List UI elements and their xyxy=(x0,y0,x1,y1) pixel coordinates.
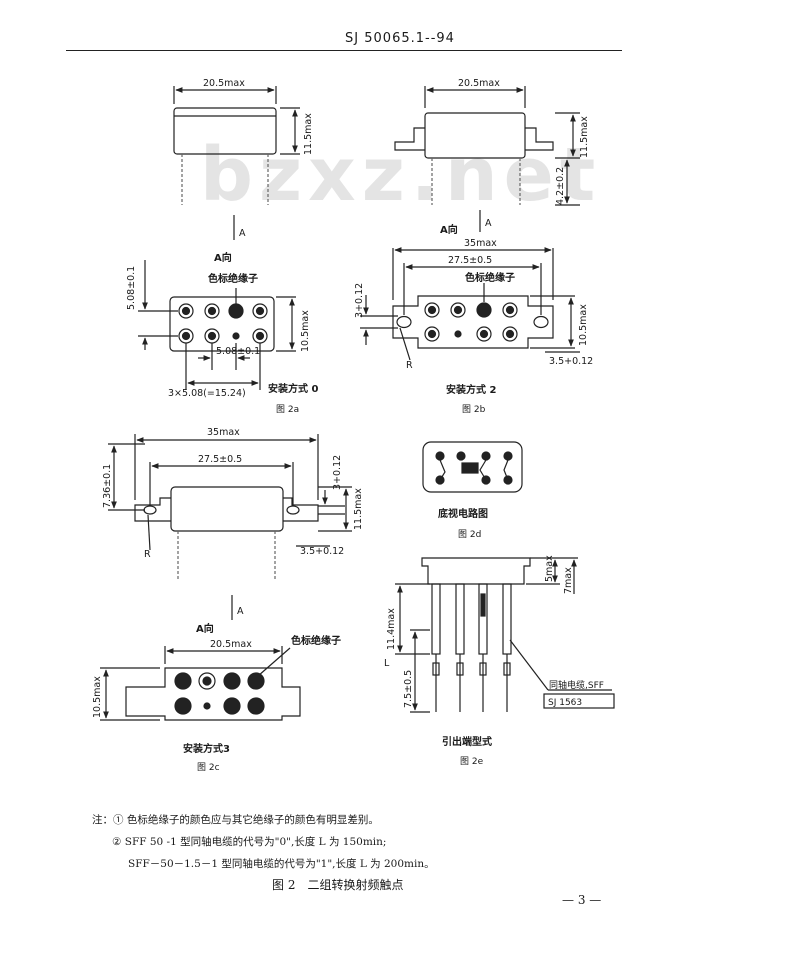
fig-2a-mount: 安装方式 0 xyxy=(268,382,318,395)
fig-2e-len-label: L xyxy=(384,658,390,669)
note-line-3: SFF－50－1.5－1 型同轴电缆的代号为"1",长度 L 为 200min。 xyxy=(128,858,435,870)
fig-2c-slot-dim: 3.5+0.12 xyxy=(300,546,344,557)
fig-2a-caption: 图 2a xyxy=(276,404,299,415)
fig-2c-side-view xyxy=(108,434,352,620)
fig-2a-width-dim: 20.5max xyxy=(203,78,245,89)
fig-2b-hole-pitch: 27.5±0.5 xyxy=(448,255,492,266)
figure-caption: 图 2 二组转换射频触点 xyxy=(272,878,404,892)
fig-2a-bottom-view xyxy=(138,260,296,390)
watermark-text: bzxz.net xyxy=(200,132,601,218)
fig-2e-title: 引出端型式 xyxy=(442,735,492,748)
fig-2b-bottom-view xyxy=(360,247,580,361)
fig-2d-title: 底视电路图 xyxy=(438,507,488,520)
fig-2a-height-dim: 11.5max xyxy=(303,113,314,155)
fig-2d-caption: 图 2d xyxy=(458,529,481,540)
fig-2c-offset: 7.36±0.1 xyxy=(102,464,113,508)
page-number: — 3 — xyxy=(562,893,602,907)
fig-2a-marker-label: 色标绝缘子 xyxy=(208,272,258,285)
fig-2c-mount: 安装方式3 xyxy=(183,742,230,755)
fig-2a-side-view xyxy=(173,86,300,240)
fig-2b-width-dim: 20.5max xyxy=(458,78,500,89)
fig-2a-height-dim2: 10.5max xyxy=(300,310,311,352)
fig-2a-pitch-v: 5.08±0.1 xyxy=(126,266,137,310)
note-line-2: ② SFF 50 -1 型同轴电缆的代号为"0",长度 L 为 150min; xyxy=(112,836,387,848)
fig-2c-caption: 图 2c xyxy=(197,762,220,773)
fig-2b-caption: 图 2b xyxy=(462,404,486,415)
fig-2c-width-dim: 20.5max xyxy=(210,639,252,650)
fig-2b-overall: 35max xyxy=(464,238,497,249)
fig-2e-lead-view xyxy=(395,557,615,713)
fig-2c-hole-dim: 3+0.12 xyxy=(332,455,343,490)
fig-2c-view-label: A向 xyxy=(196,622,214,635)
header-rule xyxy=(66,50,622,51)
fig-2c-height-dim: 11.5max xyxy=(353,488,364,530)
fig-2b-stem-dim: 4.2±0.2 xyxy=(555,167,566,205)
fig-2e-top-dim2: 7max xyxy=(563,567,574,594)
fig-2b-radius: R xyxy=(406,360,413,371)
fig-2b-mount: 安装方式 2 xyxy=(446,383,496,396)
fig-2e-top-dim: 5max xyxy=(544,555,555,582)
fig-2d-circuit-diagram xyxy=(422,441,523,493)
fig-2b-side-view xyxy=(394,86,580,232)
fig-2c-arrow-label: A xyxy=(237,606,244,617)
fig-2e-len-dim: 7.5±0.5 xyxy=(403,670,414,708)
fig-2e-caption: 图 2e xyxy=(460,756,484,767)
fig-2a-view-label: A向 xyxy=(214,251,232,264)
fig-2b-arrow-label: A xyxy=(485,218,492,229)
fig-2b-marker-label: 色标绝缘子 xyxy=(465,271,515,284)
doc-header: SJ 50065.1--94 xyxy=(345,31,455,46)
fig-2c-overall: 35max xyxy=(207,427,240,438)
fig-2e-std-label: SJ 1563 xyxy=(548,698,582,708)
fig-2b-slot-dim: 3.5+0.12 xyxy=(549,356,593,367)
fig-2c-hole-pitch: 27.5±0.5 xyxy=(198,454,242,465)
fig-2c-height-dim2: 10.5max xyxy=(92,676,103,718)
note-line-1: 注：① 色标绝缘子的颜色应与其它绝缘子的颜色有明显差别。 xyxy=(92,814,379,826)
fig-2a-pitch-h: 5.08±0.1 xyxy=(216,346,260,357)
fig-2a-total-pitch: 3×5.08(=15.24) xyxy=(168,388,246,399)
fig-2e-cable-label: 同轴电缆,SFF xyxy=(549,679,604,691)
fig-2b-height-dim: 11.5max xyxy=(579,116,590,158)
fig-2c-marker-label: 色标绝缘子 xyxy=(291,634,341,647)
fig-2b-view-label: A向 xyxy=(440,223,458,236)
fig-2e-lead-dim: 11.4max xyxy=(386,608,397,650)
fig-2c-bottom-view xyxy=(100,646,301,721)
fig-2b-height-dim2: 10.5max xyxy=(578,304,589,346)
fig-2c-radius: R xyxy=(144,549,151,560)
fig-2b-hole-dim: 3+0.12 xyxy=(354,283,365,318)
fig-2a-arrow-label: A xyxy=(239,228,246,239)
